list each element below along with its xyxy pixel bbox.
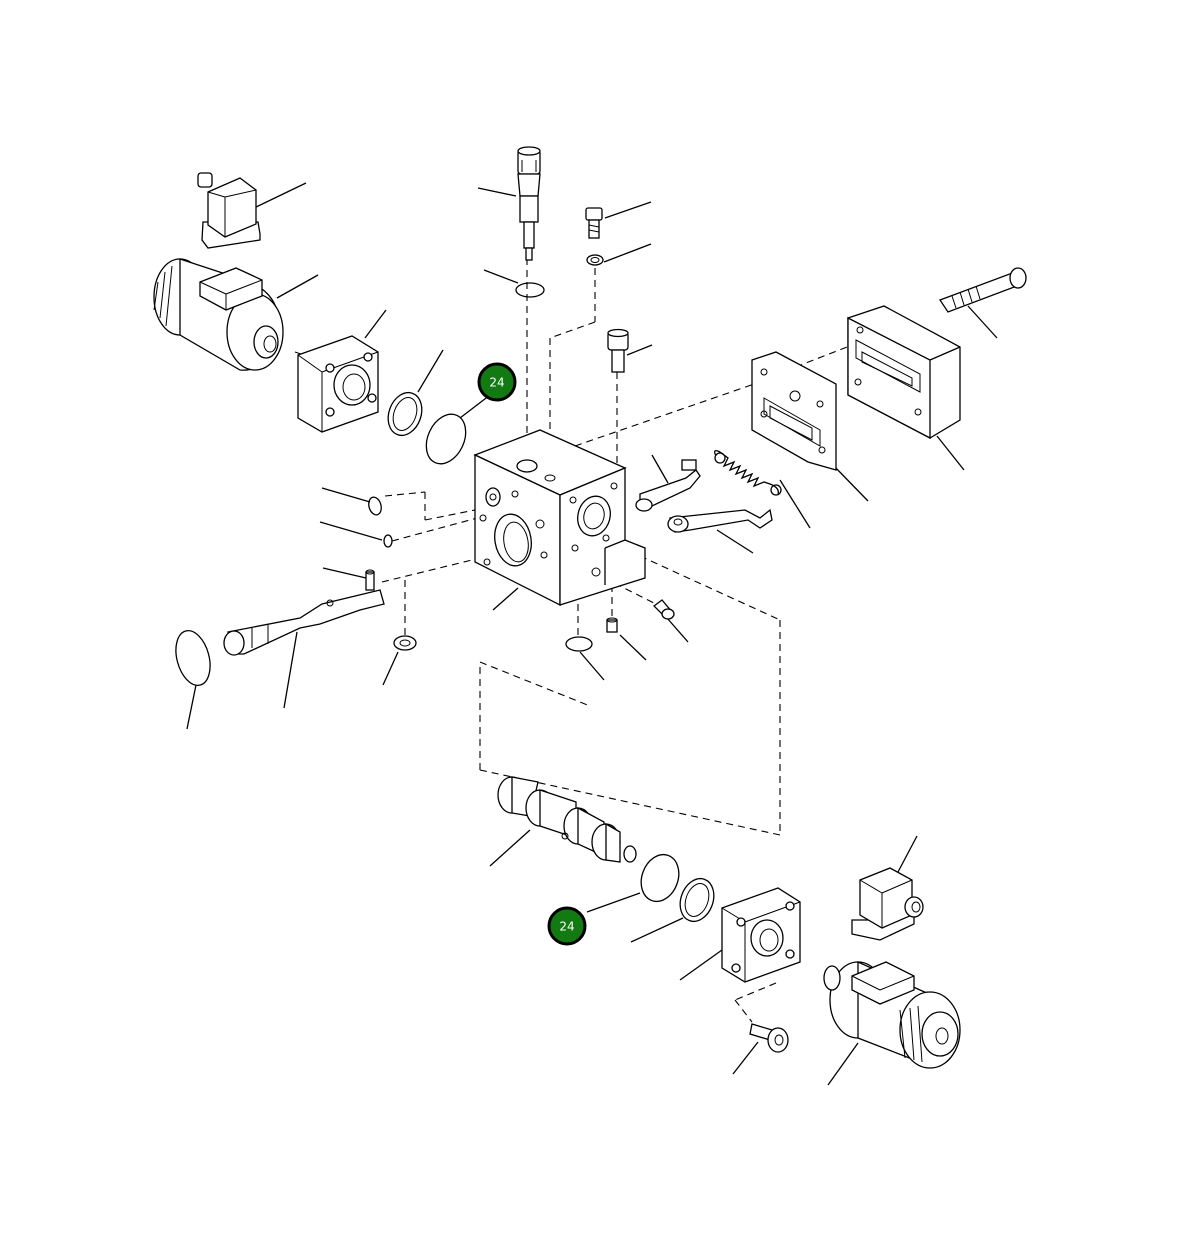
lower-small-parts (393, 599, 675, 652)
small-lever-lower (667, 508, 773, 533)
spool (497, 776, 637, 863)
solenoid-coil-lower (823, 960, 961, 1069)
lever-arm (223, 569, 385, 656)
valve-body (473, 429, 646, 607)
valve-stem-upper (517, 146, 541, 261)
adapter-flange-lower (721, 887, 801, 983)
callout-badge-lower[interactable]: 24 (547, 906, 587, 946)
callout-label: 24 (489, 376, 504, 390)
cap-screw-lower (749, 1023, 789, 1053)
callout-circle (547, 906, 587, 946)
spring (714, 450, 782, 496)
leader-lines (186, 182, 998, 1086)
long-bolt (939, 267, 1027, 313)
callout-circle (477, 362, 517, 402)
cap-screw-upper (607, 328, 629, 373)
solenoid-coil-upper (153, 258, 284, 371)
connector-plug-lower (851, 867, 924, 941)
rings-lower (640, 853, 715, 923)
end-cover-block (847, 305, 961, 440)
callout-badge-upper[interactable]: 24 (477, 362, 517, 402)
callout-label: 24 (559, 920, 574, 934)
small-lever-upper (635, 459, 701, 512)
screw-small-upper (585, 207, 603, 239)
adapter-flange-upper (297, 335, 379, 433)
large-o-ring (175, 629, 211, 687)
rings-upper (368, 254, 604, 548)
connector-plug-upper (197, 172, 261, 249)
gasket-plate (751, 351, 837, 471)
